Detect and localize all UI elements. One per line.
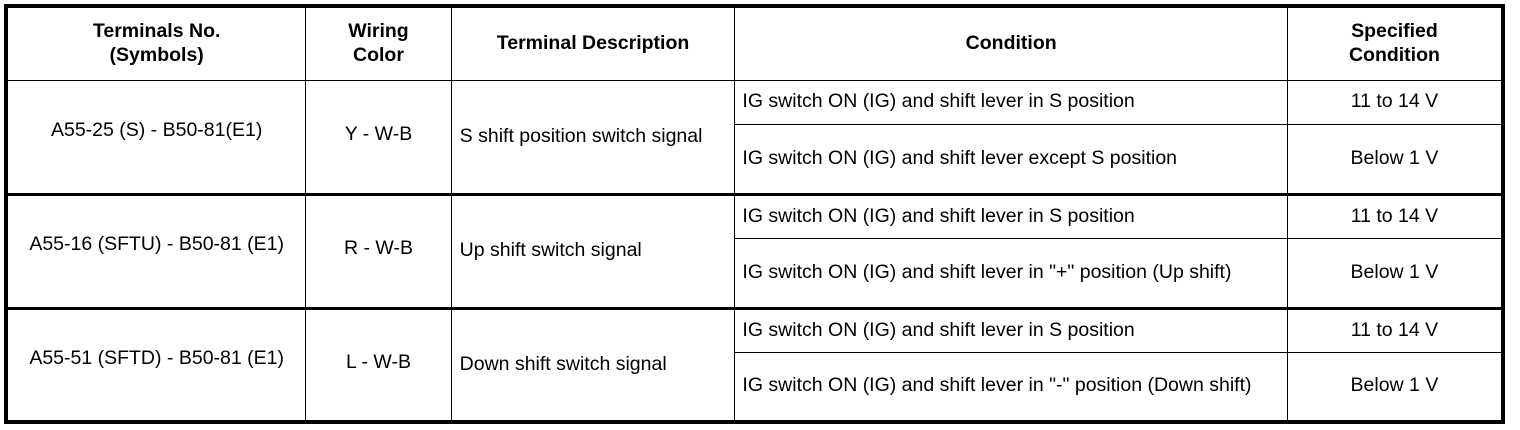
- cell-terminal-description: Up shift switch signal: [450, 192, 736, 309]
- table-row: A55-16 (SFTU) - B50-81 (E1) R - W-B Up s…: [5, 192, 1504, 309]
- cell-condition-line1: IG switch ON (IG) and shift lever except…: [742, 146, 1105, 169]
- cell-wiring-color: L - W-B: [305, 306, 452, 423]
- cell-terminals-no-line2: (E1): [247, 233, 284, 256]
- cell-specified-condition: Below 1 V: [1286, 123, 1504, 195]
- column-header-terminals-no-line2: (Symbols): [109, 43, 204, 66]
- cell-specified-condition: Below 1 V: [1286, 237, 1504, 309]
- cell-condition: IG switch ON (IG) and shift lever in S p…: [734, 306, 1288, 353]
- cell-condition: IG switch ON (IG) and shift lever in S p…: [734, 79, 1288, 125]
- column-header-terminals-no-line1: Terminals No.: [92, 19, 221, 42]
- cell-condition-line1: IG switch ON (IG) and shift lever in S p…: [742, 318, 1135, 341]
- cell-condition-line1: IG switch ON (IG) and shift lever in S p…: [742, 204, 1135, 227]
- column-header-wiring-color-line2: Color: [353, 43, 404, 66]
- cell-specified-condition: 11 to 14 V: [1286, 306, 1504, 353]
- cell-specified-condition: 11 to 14 V: [1286, 192, 1504, 239]
- cell-condition: IG switch ON (IG) and shift lever in "+"…: [734, 237, 1288, 309]
- terminal-specification-table: Terminals No. (Symbols) Wiring Color Ter…: [4, 4, 1505, 424]
- cell-terminals-no: A55-16 (SFTU) - B50-81 (E1): [5, 192, 307, 309]
- table-row: IG switch ON (IG) and shift lever except…: [6, 123, 1504, 195]
- cell-condition-line2: (Down shift): [1147, 374, 1252, 397]
- column-header-wiring-color: Wiring Color: [305, 5, 452, 81]
- cell-condition: IG switch ON (IG) and shift lever in "-"…: [734, 351, 1288, 423]
- table-row: IG switch ON (IG) and shift lever in "+"…: [6, 237, 1504, 309]
- cell-terminals-no-line2: (E1): [247, 346, 284, 369]
- cell-condition-line1: IG switch ON (IG) and shift lever in "+"…: [742, 260, 1147, 283]
- table-row: IG switch ON (IG) and shift lever in "-"…: [6, 351, 1504, 423]
- column-header-condition: Condition: [734, 5, 1288, 81]
- cell-condition-line2: (Up shift): [1152, 260, 1232, 283]
- column-header-specified-condition: Specified Condition: [1286, 5, 1504, 81]
- cell-specified-condition: Below 1 V: [1286, 351, 1504, 423]
- cell-terminals-no-line1: A55-25 (S) - B50-81(E1): [50, 118, 263, 141]
- cell-wiring-color: Y - W-B: [305, 79, 452, 195]
- cell-specified-condition: 11 to 14 V: [1286, 79, 1504, 125]
- cell-terminals-no: A55-25 (S) - B50-81(E1): [5, 79, 307, 195]
- cell-condition-line1: IG switch ON (IG) and shift lever in "-"…: [742, 374, 1143, 397]
- header-row: Terminals No. (Symbols) Wiring Color Ter…: [5, 5, 1504, 81]
- cell-terminals-no-line1: A55-51 (SFTD) - B50-81: [29, 346, 242, 369]
- cell-terminal-description: Down shift switch signal: [450, 306, 736, 423]
- table-row: A55-51 (SFTD) - B50-81 (E1) L - W-B Down…: [5, 306, 1504, 423]
- column-header-specified-condition-line2: Condition: [1348, 43, 1440, 66]
- column-header-terminals-no: Terminals No. (Symbols): [5, 5, 307, 81]
- cell-condition-line1: IG switch ON (IG) and shift lever in S p…: [742, 90, 1135, 113]
- cell-condition: IG switch ON (IG) and shift lever except…: [734, 123, 1288, 195]
- table-header: Terminals No. (Symbols) Wiring Color Ter…: [5, 5, 1504, 81]
- cell-condition: IG switch ON (IG) and shift lever in S p…: [734, 192, 1288, 239]
- table-row: A55-25 (S) - B50-81(E1) Y - W-B S shift …: [5, 79, 1504, 195]
- column-header-terminal-description: Terminal Description: [450, 5, 736, 81]
- cell-terminals-no-line1: A55-16 (SFTU) - B50-81: [29, 233, 242, 256]
- cell-wiring-color: R - W-B: [305, 192, 452, 309]
- column-header-wiring-color-line1: Wiring: [348, 19, 409, 42]
- cell-terminal-description: S shift position switch signal: [450, 79, 736, 195]
- column-header-specified-condition-line1: Specified: [1351, 19, 1438, 42]
- cell-terminals-no: A55-51 (SFTD) - B50-81 (E1): [5, 306, 307, 423]
- cell-condition-line2: position: [1109, 146, 1178, 169]
- table-body: A55-25 (S) - B50-81(E1) Y - W-B S shift …: [5, 79, 1504, 423]
